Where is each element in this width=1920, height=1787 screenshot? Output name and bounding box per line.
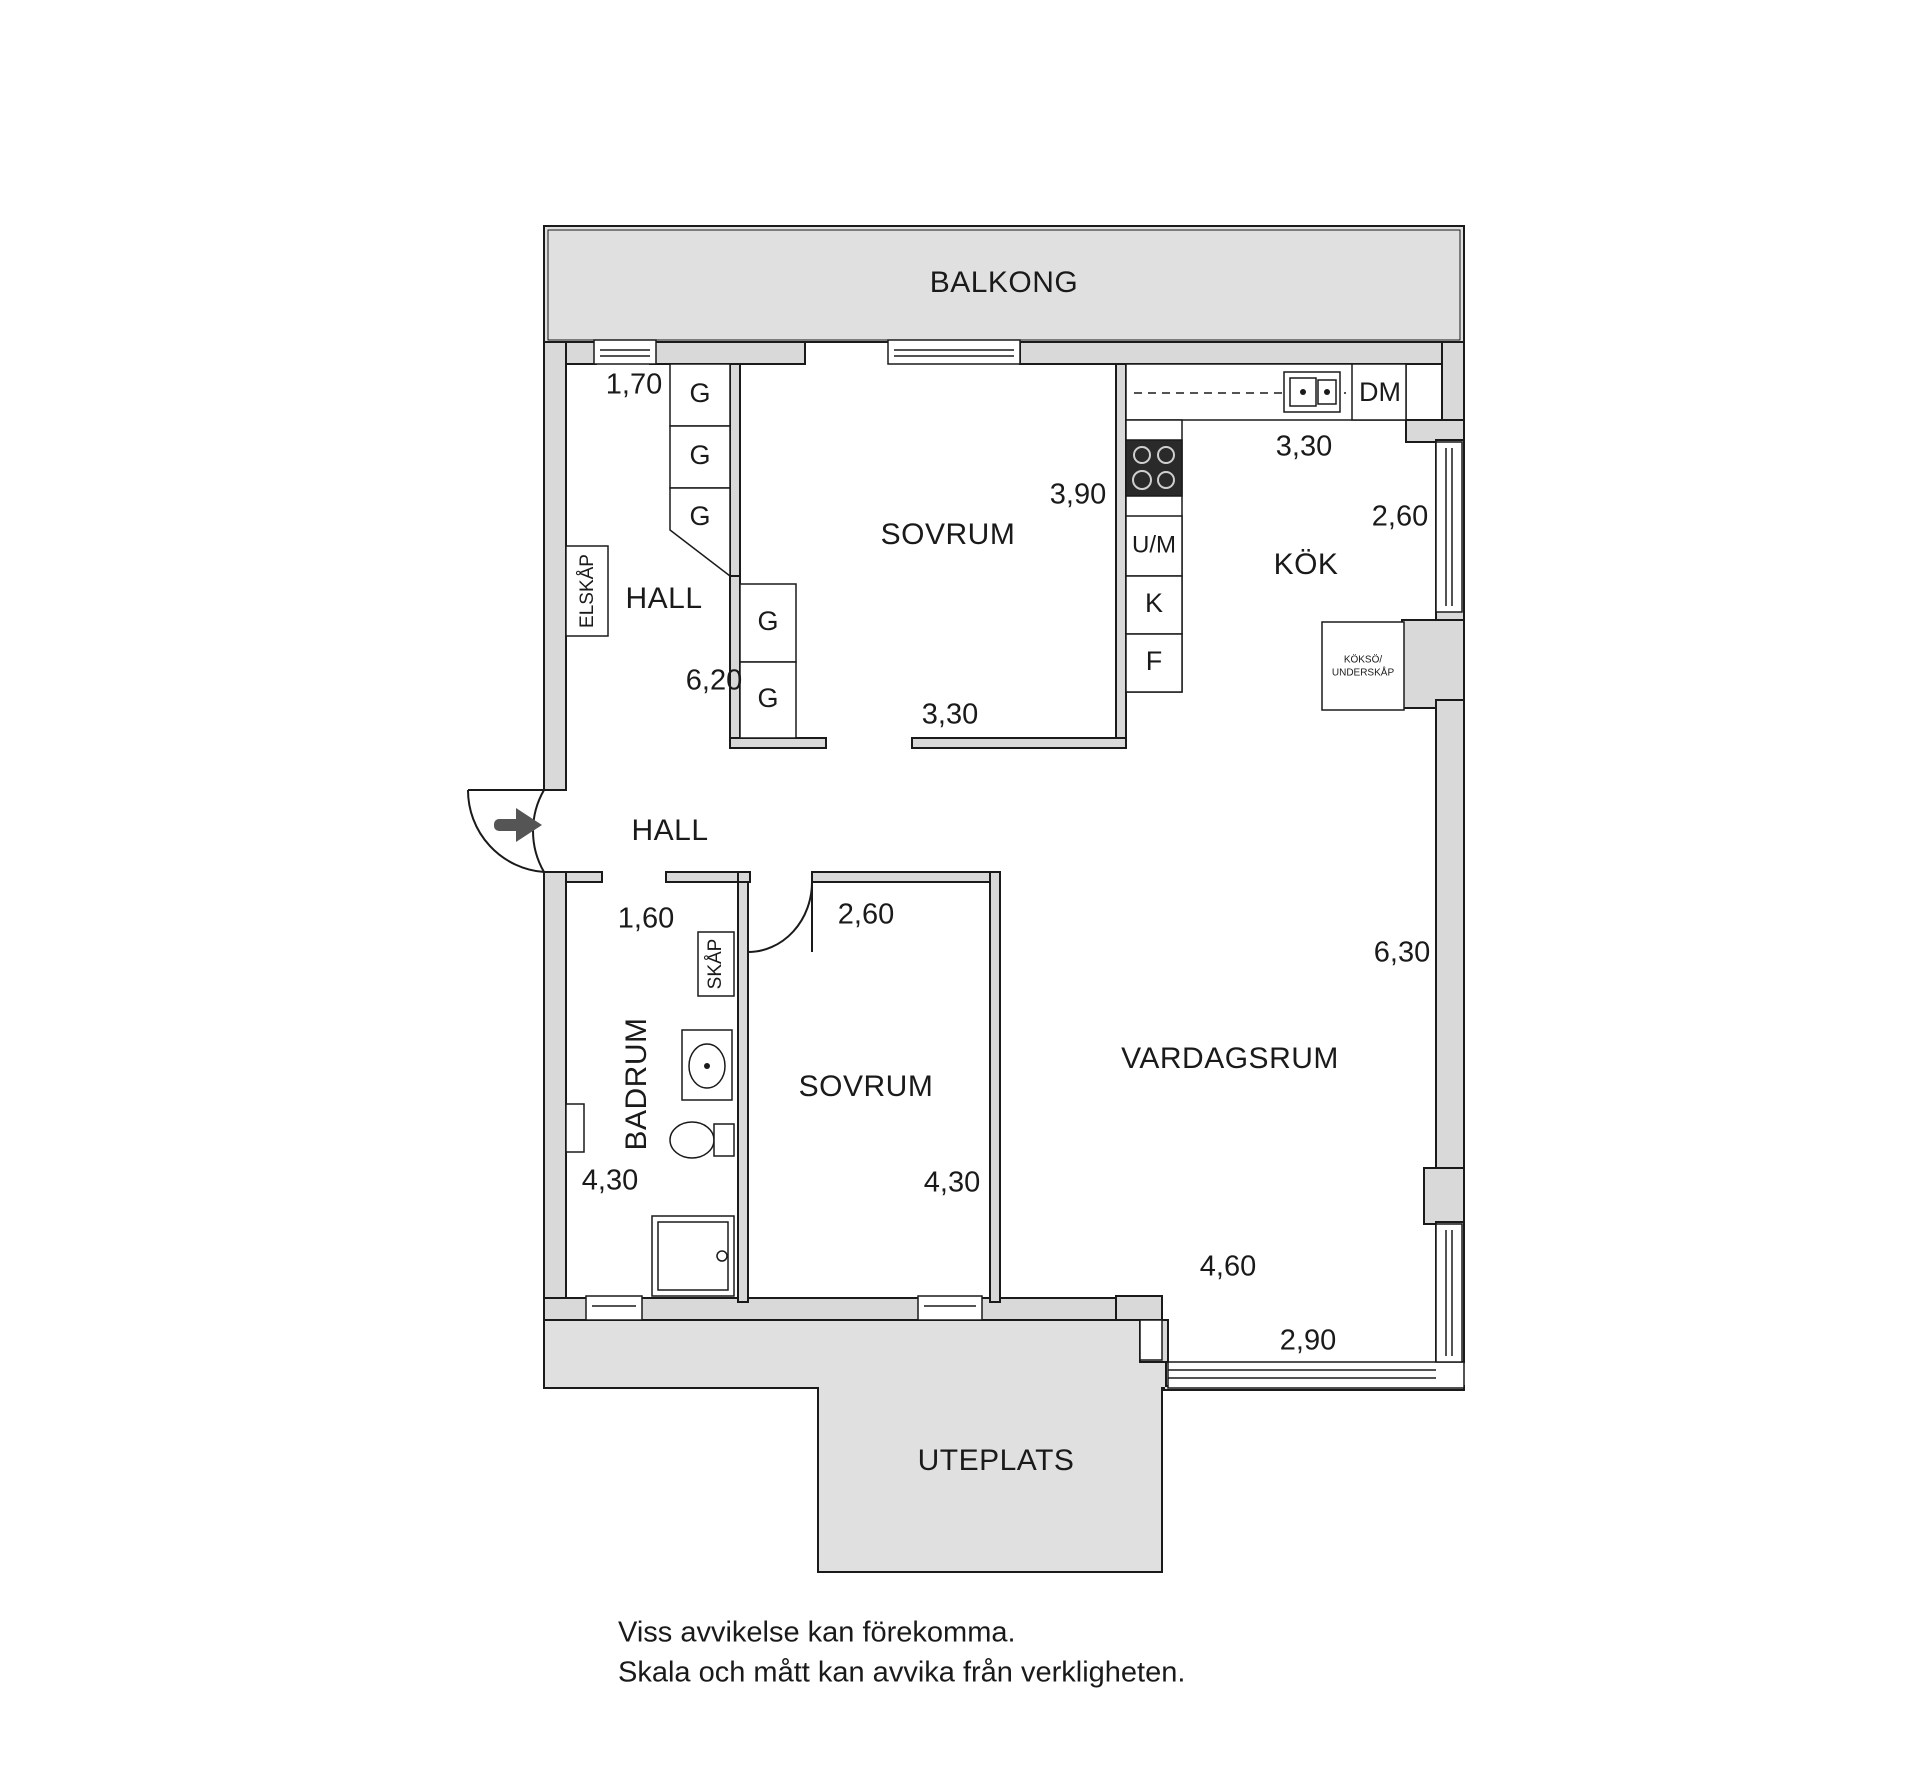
dim-kok-width: 3,30	[1276, 431, 1332, 463]
dim-sovrum-lower-width: 2,60	[838, 899, 894, 931]
elskap-cabinet	[565, 545, 609, 637]
kok-label: KÖK	[1274, 548, 1339, 581]
uteplats-label: UTEPLATS	[918, 1444, 1075, 1477]
dim-vardagsrum-width: 4,60	[1200, 1251, 1256, 1283]
freezer-label: F	[1146, 646, 1163, 676]
balkong-label: BALKONG	[930, 266, 1079, 299]
dim-sovrum-upper-width: 3,30	[922, 699, 978, 731]
elskap-label: ELSKÅP	[577, 554, 598, 628]
dim-hall-width: 1,70	[606, 369, 662, 401]
badrum-label: BADRUM	[620, 1017, 653, 1150]
disclaimer-line2: Skala och mått kan avvika från verklighe…	[618, 1657, 1185, 1689]
wardrobe-label-5: G	[757, 683, 778, 713]
island-label-line2: UNDERSKÅP	[1332, 666, 1395, 679]
kitchen-counter	[1125, 363, 1407, 711]
dishwasher-label: DM	[1359, 377, 1401, 407]
dim-kok-depth: 2,60	[1372, 501, 1428, 533]
sovrum-upper-label: SOVRUM	[881, 518, 1016, 551]
disclaimer-line1: Viss avvikelse kan förekomma.	[618, 1617, 1016, 1649]
sovrum-lower-label: SOVRUM	[799, 1070, 934, 1103]
wardrobe-label-3: G	[689, 501, 710, 531]
entrance-door	[466, 789, 545, 873]
windows	[565, 339, 1463, 1363]
dim-badrum-length: 4,30	[582, 1165, 638, 1197]
hall-upper-label: HALL	[625, 582, 702, 615]
dim-hall-length: 6,20	[686, 665, 742, 697]
vardagsrum-label: VARDAGSRUM	[1121, 1042, 1339, 1075]
balkong-area	[543, 225, 1465, 343]
sovrum-door	[747, 881, 813, 953]
wardrobe-label-4: G	[757, 606, 778, 636]
dim-badrum-width: 1,60	[618, 903, 674, 935]
dim-bay-width: 2,90	[1280, 1325, 1336, 1357]
hall-lower-label: HALL	[631, 814, 708, 847]
dim-sovrum-lower-length: 4,30	[924, 1167, 980, 1199]
entrance-arrow-icon	[494, 808, 542, 842]
island-label-line1: KÖKSÖ/	[1344, 654, 1383, 666]
badrum-fixtures	[651, 931, 735, 1297]
wardrobe-label-1: G	[689, 378, 710, 408]
dim-sovrum-upper-length: 3,90	[1050, 479, 1106, 511]
fridge-label: K	[1145, 588, 1163, 618]
uteplats-area	[543, 1319, 1465, 1573]
oven-label: U/M	[1132, 531, 1176, 558]
skap-label: SKÅP	[705, 939, 726, 990]
dim-vardagsrum-length: 6,30	[1374, 937, 1430, 969]
wardrobe-label-2: G	[689, 440, 710, 470]
wardrobes	[669, 363, 797, 739]
